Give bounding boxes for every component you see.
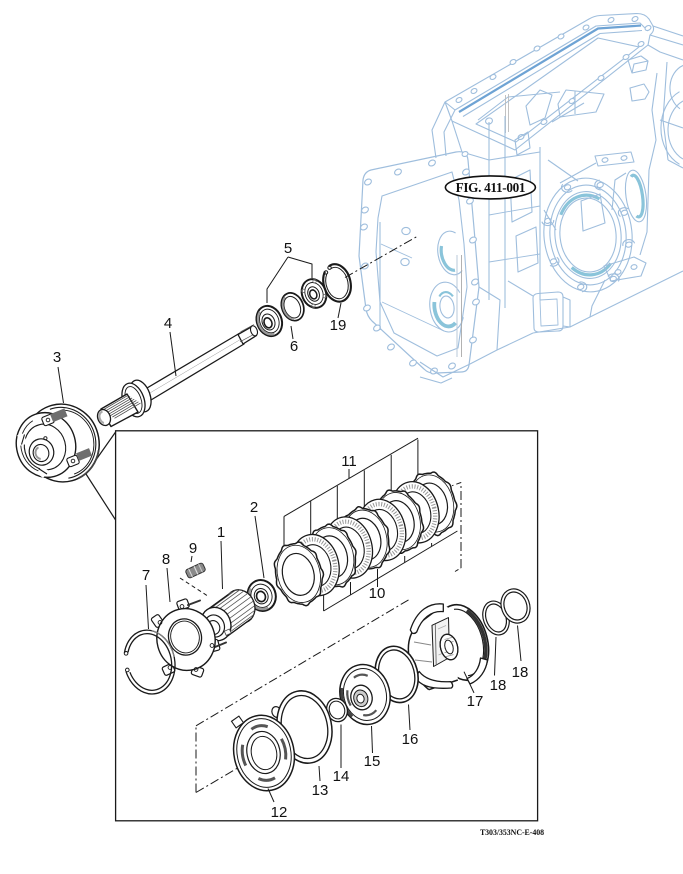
- svg-text:18: 18: [490, 677, 507, 694]
- svg-text:FIG. 411-001: FIG. 411-001: [456, 180, 526, 195]
- svg-text:3: 3: [53, 349, 61, 366]
- svg-text:18: 18: [512, 664, 529, 681]
- svg-text:6: 6: [290, 338, 298, 355]
- svg-text:15: 15: [364, 753, 381, 770]
- svg-text:2: 2: [250, 499, 258, 516]
- svg-text:T303/353NC-E-408: T303/353NC-E-408: [480, 828, 544, 837]
- svg-text:14: 14: [333, 768, 350, 785]
- svg-text:8: 8: [162, 551, 170, 568]
- svg-text:11: 11: [341, 453, 357, 470]
- svg-text:5: 5: [284, 240, 292, 257]
- svg-text:4: 4: [164, 315, 172, 332]
- svg-text:17: 17: [467, 693, 484, 710]
- svg-text:7: 7: [142, 567, 150, 584]
- svg-text:16: 16: [402, 731, 419, 748]
- svg-text:9: 9: [189, 540, 197, 557]
- svg-text:10: 10: [369, 585, 386, 602]
- svg-text:19: 19: [330, 317, 347, 334]
- svg-text:13: 13: [312, 782, 329, 799]
- svg-text:1: 1: [217, 524, 225, 541]
- svg-text:12: 12: [271, 804, 288, 821]
